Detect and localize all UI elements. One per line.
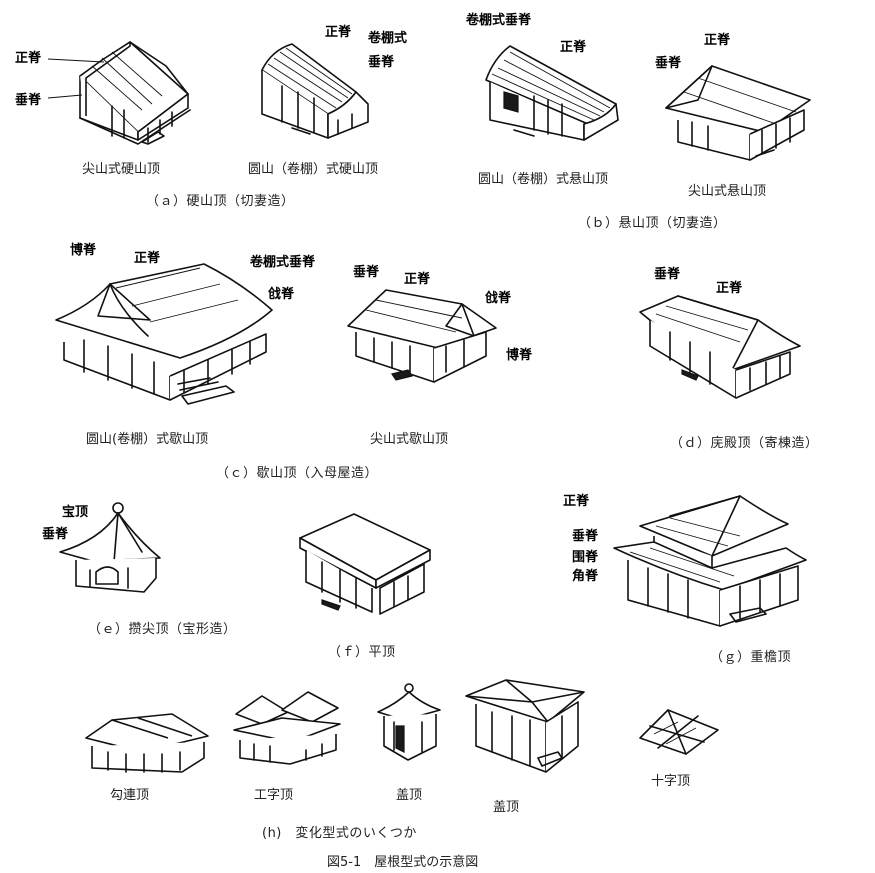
label-juanpeng-zhengji-b1: 卷棚式垂脊 <box>466 13 532 28</box>
caption-f: （ｆ）平顶 <box>328 645 396 660</box>
drawing-flat-roof <box>296 506 436 616</box>
drawing-linked-roof <box>82 708 212 778</box>
label-boji-c2: 博脊 <box>506 348 533 363</box>
label-zhengji-c2: 正脊 <box>404 272 431 287</box>
label-boji-c1: 博脊 <box>70 243 97 258</box>
label-zhengji-b1: 正脊 <box>560 40 587 55</box>
label-chuiji-d: 垂脊 <box>654 267 681 282</box>
drawing-double-eave-roof <box>610 490 810 630</box>
label-zhengji-c1: 正脊 <box>134 251 161 266</box>
drawing-pyramidal-roof <box>56 500 176 600</box>
caption-c: （ｃ）歇山顶（入母屋造） <box>216 466 379 481</box>
label-zhengji-d: 正脊 <box>716 281 743 296</box>
label-weiji-g: 围脊 <box>572 550 599 565</box>
label-chuiji-a2: 垂脊 <box>368 55 395 70</box>
drawing-round-gable-hard-hill <box>258 30 378 140</box>
drawing-cross-roof <box>638 704 723 759</box>
title-h1: 勾連顶 <box>110 788 150 803</box>
label-chuiji-c2: 垂脊 <box>353 265 380 280</box>
label-qiangji-c1: 戗脊 <box>268 287 295 302</box>
label-zhengji-a2: 正脊 <box>325 25 352 40</box>
drawing-covered-roof-large <box>462 676 587 776</box>
caption-e: （ｅ）攒尖顶（宝形造） <box>88 622 237 637</box>
caption-d: （ｄ）庑殿顶（寄棟造） <box>670 436 819 451</box>
title-a2: 圆山（卷棚）式硬山顶 <box>248 162 379 177</box>
leader-lines-a1 <box>0 0 110 110</box>
title-c2: 尖山式歇山顶 <box>370 432 449 447</box>
drawing-round-hip-gable <box>50 250 280 410</box>
title-a1: 尖山式硬山顶 <box>82 162 161 177</box>
label-qiangji-c2: 戗脊 <box>485 291 512 306</box>
caption-a: （ａ）硬山顶（切妻造） <box>146 194 295 209</box>
drawing-pointed-gable-overhang <box>664 56 814 166</box>
title-h4: 盖顶 <box>493 800 520 815</box>
label-chuiji-e: 垂脊 <box>42 527 69 542</box>
figure-title: 図5-1 屋根型式の示意図 <box>327 855 479 870</box>
drawing-i-shaped-roof <box>232 688 342 768</box>
caption-g: （ｇ）重檐顶 <box>710 650 792 665</box>
caption-h: (h) 変化型式のいくつか <box>262 826 417 841</box>
title-c1: 圆山(卷棚）式歇山顶 <box>86 432 209 447</box>
label-juanpeng-chuiji-c1: 卷棚式垂脊 <box>250 255 316 270</box>
title-b1: 圆山（卷棚）式悬山顶 <box>478 172 609 187</box>
title-h2: 工字顶 <box>254 788 294 803</box>
caption-b: （ｂ）悬山顶（切妻造） <box>578 216 727 231</box>
label-zhengji-a1: 正脊 <box>15 51 42 66</box>
drawing-pointed-hip-gable <box>346 282 506 387</box>
title-h5: 十字顶 <box>651 774 691 789</box>
label-zhengji-b2: 正脊 <box>704 33 731 48</box>
title-b2: 尖山式悬山顶 <box>688 184 767 199</box>
label-chuiji-g: 垂脊 <box>572 529 599 544</box>
drawing-hipped-roof <box>636 290 806 405</box>
label-jiaoji-g: 角脊 <box>572 569 599 584</box>
drawing-pointed-gable-hard-hill <box>72 36 202 146</box>
label-baoding-e: 宝顶 <box>62 505 89 520</box>
drawing-round-gable-overhang <box>484 30 634 145</box>
drawing-covered-roof-small <box>374 682 444 767</box>
title-h3: 盖顶 <box>396 788 423 803</box>
label-juanpeng-a2: 卷棚式 <box>368 31 408 46</box>
label-chuiji-a1: 垂脊 <box>15 93 42 108</box>
label-chuiji-b2: 垂脊 <box>655 56 682 71</box>
label-zhengji-g: 正脊 <box>563 494 590 509</box>
